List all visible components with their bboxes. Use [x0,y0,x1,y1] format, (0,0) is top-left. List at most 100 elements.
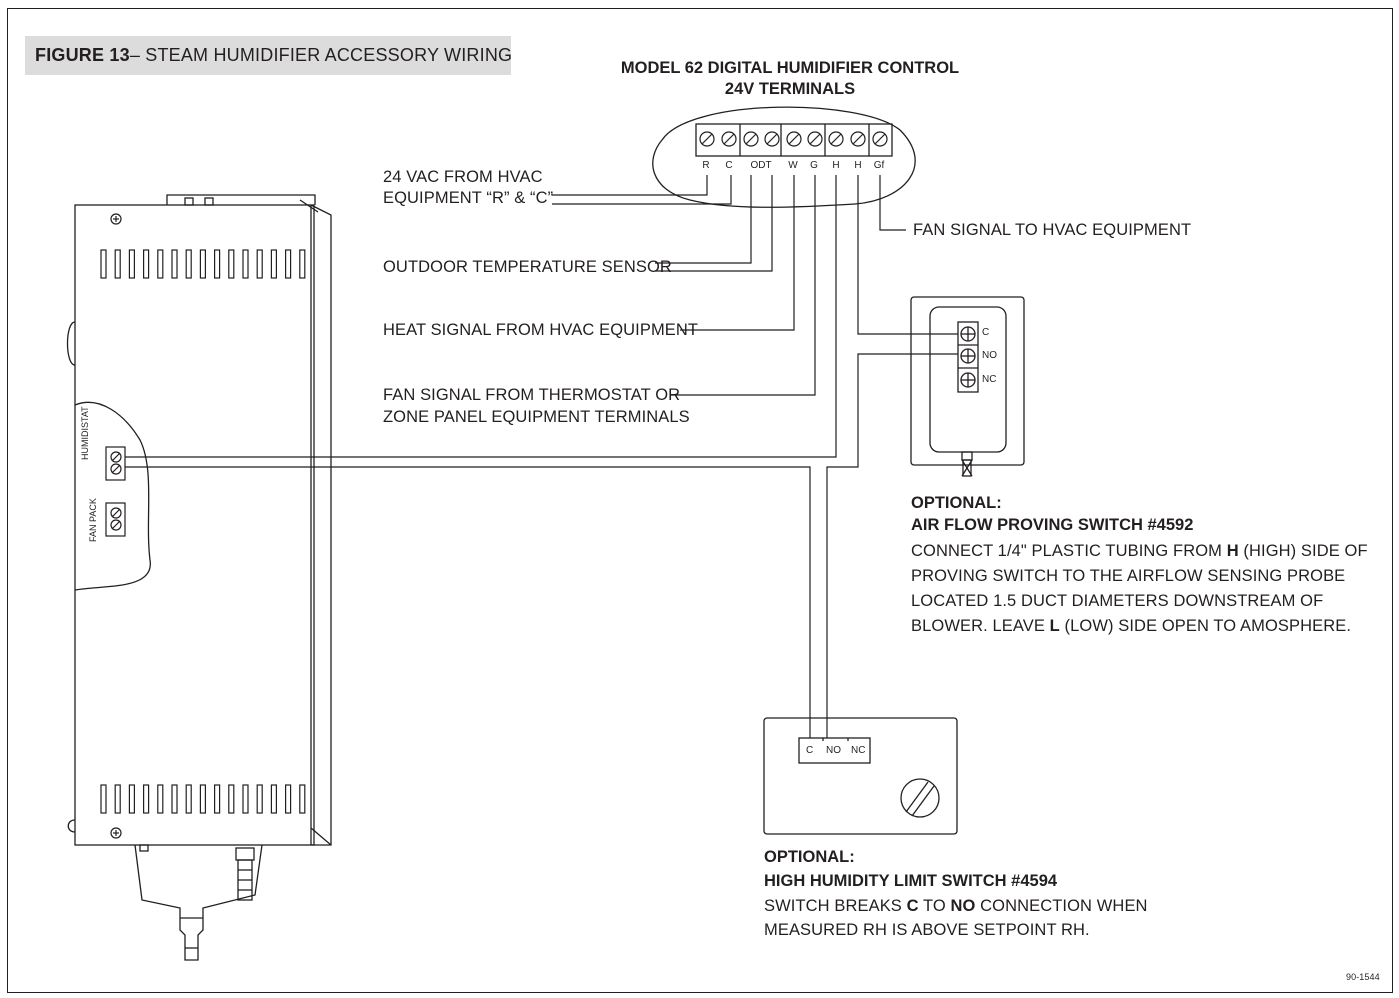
vent-slot [228,784,235,814]
control-terminal-label: G [810,160,818,171]
control-terminal-label: C [725,160,733,171]
limit-desc-1d: NO [950,897,976,915]
vent-slot [185,784,192,814]
figure-title: FIGURE 13– STEAM HUMIDIFIER ACCESSORY WI… [25,36,513,75]
vent-slot [214,784,221,814]
control-terminal-screw [721,131,737,147]
vent-slot [171,249,178,279]
vent-slot [242,784,249,814]
control-subtitle: 24V TERMINALS [724,80,856,98]
vent-slot [114,249,121,279]
vent-slot [157,249,164,279]
airflow-desc-line1: CONNECT 1/4" PLASTIC TUBING FROM H (HIGH… [911,541,1368,562]
vent-slot [143,784,150,814]
control-terminal-label: H [854,160,862,171]
vent-slot [128,249,135,279]
control-terminal-screw [850,131,866,147]
document-number: 90-1544 [1346,972,1380,982]
vent-slot [270,784,277,814]
limit-desc-line1: SWITCH BREAKS C TO NO CONNECTION WHEN [764,896,1148,917]
vent-slot [214,249,221,279]
airflow-terminal-nc: NC [982,374,997,385]
airflow-terminal-no: NO [982,350,997,361]
control-terminal-label: ODT [750,160,772,171]
control-title: MODEL 62 DIGITAL HUMIDIFIER CONTROL [620,59,960,77]
airflow-desc-4b: L [1049,617,1060,635]
wiring-compartment [74,401,151,591]
limit-terminal-nc: NC [851,745,866,756]
fanpack-terminal-block [105,502,126,537]
control-terminal-screw [764,131,780,147]
vent-slot [171,784,178,814]
control-terminal-label: R [702,160,710,171]
figure-title-text: – STEAM HUMIDIFIER ACCESSORY WIRING [129,45,513,65]
fanpack-label: FAN PACK [88,498,98,542]
control-terminal-label: W [788,160,798,171]
vent-slot [199,249,206,279]
limit-switch-terminal-strip [798,737,871,764]
callout-odt: OUTDOOR TEMPERATURE SENSOR [383,258,672,276]
control-terminal-label: H [832,160,840,171]
vent-slot [128,784,135,814]
control-terminal-screw [743,131,759,147]
control-terminal-label: Gf [873,160,885,171]
figure-label: FIGURE 13 [35,45,130,65]
limit-terminal-no: NO [826,745,841,756]
airflow-desc-1c: (HIGH) SIDE OF [1238,542,1368,560]
airflow-desc-line2: PROVING SWITCH TO THE AIRFLOW SENSING PR… [911,567,1346,585]
callout-24vac-line1: 24 VAC FROM HVAC [383,168,543,186]
vent-slot [256,784,263,814]
drain-fitting [134,844,263,961]
vent-slot [270,249,277,279]
vent-slot [228,249,235,279]
vent-slot [199,784,206,814]
limit-switch-dial [900,778,940,818]
airflow-desc-1a: CONNECT 1/4" PLASTIC TUBING FROM [911,542,1227,560]
callout-fan-from-line1: FAN SIGNAL FROM THERMOSTAT OR [383,386,681,404]
vent-slot [242,249,249,279]
vent-slot [143,249,150,279]
airflow-terminal-c: C [982,327,990,338]
limit-switch-box [763,717,958,835]
airflow-desc-4a: BLOWER. LEAVE [911,617,1050,635]
control-terminal-screw [699,131,715,147]
callout-24vac-line2: EQUIPMENT “R” & “C” [383,189,554,207]
limit-desc-1a: SWITCH BREAKS [764,897,907,915]
vent-slot [114,784,121,814]
limit-desc-line2: MEASURED RH IS ABOVE SETPOINT RH. [764,921,1090,939]
vent-slot [100,784,107,814]
vent-slot [285,784,292,814]
airflow-desc-line4: BLOWER. LEAVE L (LOW) SIDE OPEN TO AMOSP… [911,616,1351,637]
tubing-barb [961,451,973,461]
airflow-desc-line3: LOCATED 1.5 DUCT DIAMETERS DOWNSTREAM OF [911,592,1324,610]
control-terminal-screw [828,131,844,147]
vent-slot [256,249,263,279]
control-housing [652,106,916,208]
vent-slot [299,249,306,279]
control-terminal-strip [695,123,893,157]
limit-terminal-c: C [806,745,814,756]
limit-desc-1b: C [906,897,919,915]
humidistat-terminal-block [105,446,126,481]
control-terminal-screw [872,131,888,147]
vent-slot [157,784,164,814]
humidistat-label: HUMIDISTAT [80,406,90,460]
limit-switch-name: HIGH HUMIDITY LIMIT SWITCH #4594 [764,872,1058,890]
airflow-optional: OPTIONAL: [911,494,1002,512]
vent-slot [285,249,292,279]
limit-desc-1e: CONNECTION WHEN [975,897,1148,915]
limit-optional: OPTIONAL: [764,848,855,866]
airflow-desc-4c: (LOW) SIDE OPEN TO AMOSPHERE. [1059,617,1352,635]
vent-slot [100,249,107,279]
vent-slot [299,784,306,814]
airflow-switch-outer [910,296,1025,466]
control-terminal-screw [786,131,802,147]
vent-slot [185,249,192,279]
figure-frame [7,8,1393,993]
callout-heat-signal: HEAT SIGNAL FROM HVAC EQUIPMENT [383,321,699,339]
control-terminal-screw [807,131,823,147]
callout-fan-to: FAN SIGNAL TO HVAC EQUIPMENT [913,221,1192,239]
callout-fan-from-line2: ZONE PANEL EQUIPMENT TERMINALS [383,408,690,426]
airflow-switch-name: AIR FLOW PROVING SWITCH #4592 [911,516,1194,534]
